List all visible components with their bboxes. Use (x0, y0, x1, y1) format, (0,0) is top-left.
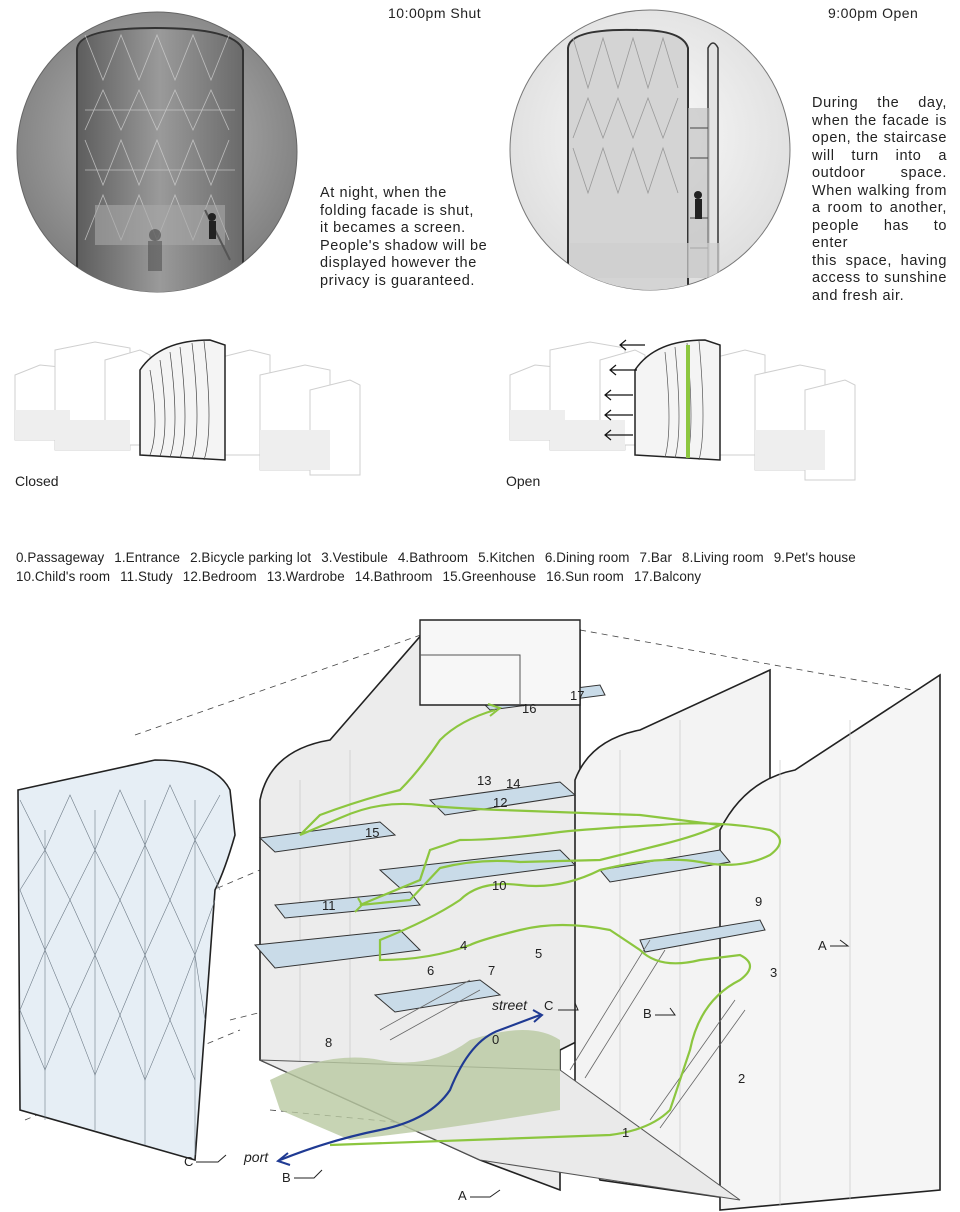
section-marker-c-bottom: C (184, 1154, 193, 1169)
room-number-8: 8 (325, 1035, 332, 1050)
room-number-16: 16 (522, 701, 536, 716)
legend-item: 13.Wardrobe (266, 569, 345, 584)
section-marker-a-bottom: A (458, 1188, 467, 1203)
day-desc-line: a room to another, (812, 200, 947, 216)
room-number-7: 7 (488, 963, 495, 978)
legend-item: 10.Child's room (16, 569, 111, 584)
legend-item: 15.Greenhouse (442, 569, 537, 584)
night-desc-line: At night, when the (320, 185, 447, 201)
legend-item: 14.Bathroom (354, 569, 433, 584)
room-number-2: 2 (738, 1071, 745, 1086)
room-number-labels: 0 1 2 3 4 5 6 7 8 9 10 11 12 13 14 15 16… (322, 688, 777, 1140)
day-desc-line: will turn into a (812, 147, 947, 164)
legend-item: 4.Bathroom (397, 550, 469, 565)
room-number-15: 15 (365, 825, 379, 840)
room-number-10: 10 (492, 878, 506, 893)
legend-item: 3.Vestibule (321, 550, 388, 565)
room-legend: 0.Passageway 1.Entrance 2.Bicycle parking … (16, 548, 951, 586)
night-desc-line: folding facade is shut, (320, 202, 475, 219)
port-label: port (243, 1149, 269, 1165)
folding-facade-panel (17, 759, 236, 1162)
night-desc-line: privacy is guaranteed. (320, 272, 476, 289)
room-number-4: 4 (460, 938, 467, 953)
day-desc-line: During the day, (812, 95, 947, 111)
night-description: At night, when the folding facade is shu… (320, 185, 500, 290)
room-number-13: 13 (477, 773, 491, 788)
night-desc-line: displayed however the (320, 255, 477, 271)
day-desc-line: and fresh air. (812, 287, 905, 304)
day-panel-title: 9:00pm Open (828, 5, 919, 21)
open-arrows (604, 339, 645, 441)
room-number-3: 3 (770, 965, 777, 980)
day-desc-line: open, the staircase (812, 130, 947, 146)
legend-item: 0.Passageway (16, 550, 105, 565)
closed-street-model (14, 339, 361, 476)
open-street-model (509, 339, 856, 481)
legend-item: 7.Bar (639, 550, 673, 565)
night-panel-title: 10:00pm Shut (388, 5, 482, 21)
room-number-12: 12 (493, 795, 507, 810)
section-marker-c-mid: C (544, 998, 553, 1013)
section-markers: A A B B C C (184, 938, 850, 1203)
room-number-5: 5 (535, 946, 542, 961)
night-desc-line: People's shadow will be (320, 237, 488, 254)
day-render-circle (509, 9, 791, 291)
room-number-11: 11 (322, 898, 336, 913)
legend-item: 12.Bedroom (182, 569, 257, 584)
open-label: Open (506, 473, 541, 489)
day-desc-line: people has to enter (812, 217, 947, 252)
legend-item: 6.Dining room (544, 550, 630, 565)
room-number-14: 14 (506, 776, 520, 791)
legend-item: 8.Living room (682, 550, 764, 565)
legend-item: 17.Balcony (633, 569, 702, 584)
section-marker-a-right: A (818, 938, 827, 953)
day-description: During the day, when the facade is open,… (812, 95, 947, 305)
day-desc-line: this space, having (812, 252, 947, 269)
street-label: street (492, 997, 528, 1013)
room-number-17: 17 (570, 688, 584, 703)
day-desc-line: when the facade is (812, 112, 947, 129)
exploded-axonometric: 0 1 2 3 4 5 6 7 8 9 10 11 12 13 14 15 16… (17, 619, 941, 1211)
room-number-1: 1 (622, 1125, 629, 1140)
day-desc-line: When walking from (812, 182, 947, 199)
day-desc-line: access to sunshine (812, 270, 947, 286)
legend-item: 9.Pet's house (773, 550, 856, 565)
section-marker-b-mid: B (643, 1006, 652, 1021)
legend-item: 2.Bicycle parking lot (190, 550, 312, 565)
room-number-0: 0 (492, 1032, 499, 1047)
section-marker-b-bottom: B (282, 1170, 291, 1185)
room-number-6: 6 (427, 963, 434, 978)
legend-item: 11.Study (120, 569, 173, 584)
night-render-circle (16, 11, 298, 293)
closed-label: Closed (15, 473, 59, 489)
legend-item: 1.Entrance (114, 550, 181, 565)
day-desc-line: outdoor space. (812, 165, 947, 181)
room-number-9: 9 (755, 894, 762, 909)
legend-item: 16.Sun room (546, 569, 624, 584)
night-desc-line: it becames a screen. (320, 220, 466, 236)
legend-item: 5.Kitchen (478, 550, 535, 565)
